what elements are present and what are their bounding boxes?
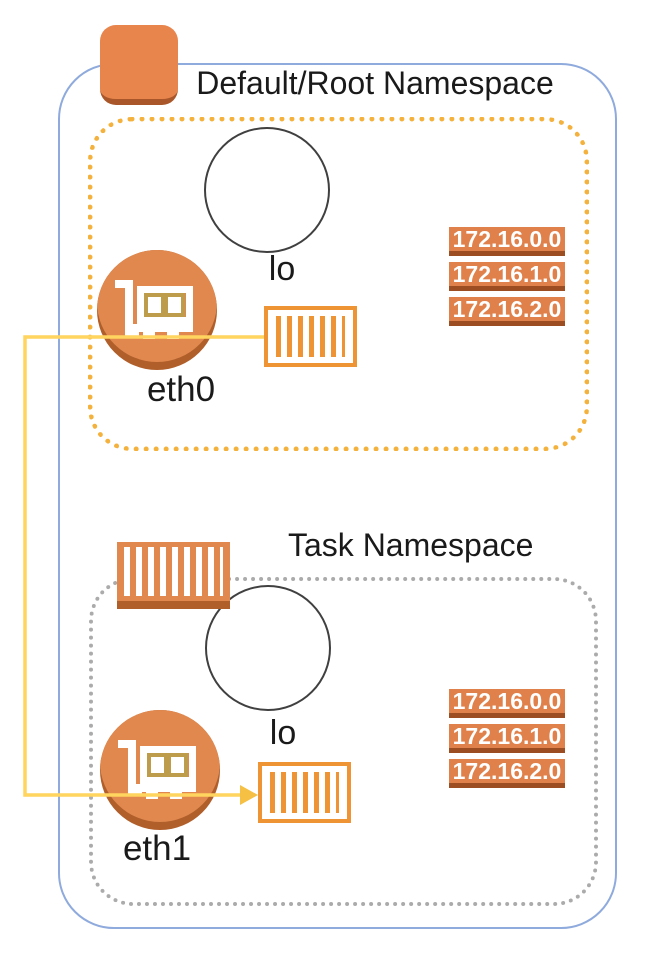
ip-badge: 172.16.1.0 [449, 724, 565, 753]
ip-badge: 172.16.1.0 [449, 262, 565, 291]
eth0-network-interface-icon [97, 250, 217, 370]
task-ip-list: 172.16.0.0 172.16.1.0 172.16.2.0 [449, 689, 565, 788]
loopback-circle-root [204, 127, 330, 253]
root-ip-list: 172.16.0.0 172.16.1.0 172.16.2.0 [449, 227, 565, 326]
instance-icon [100, 25, 178, 105]
ip-badge: 172.16.2.0 [449, 759, 565, 788]
ip-badge: 172.16.2.0 [449, 297, 565, 326]
ip-badge: 172.16.0.0 [449, 689, 565, 718]
veth-task-icon [258, 762, 351, 823]
network-card-icon [118, 740, 196, 799]
stripe-pattern [276, 316, 345, 357]
stripe-pattern [124, 547, 223, 596]
eth1-label: eth1 [122, 829, 192, 868]
loopback-label-task: lo [269, 714, 297, 752]
eth0-label: eth0 [146, 370, 216, 409]
loopback-label-root: lo [268, 250, 296, 288]
task-namespace-title: Task Namespace [288, 527, 534, 563]
ip-badge: 172.16.0.0 [449, 227, 565, 256]
network-card-icon [115, 280, 193, 339]
root-namespace-boundary [88, 117, 589, 451]
stripe-pattern [270, 772, 339, 813]
root-namespace-title: Default/Root Namespace [196, 65, 554, 101]
container-icon [117, 542, 230, 609]
eth1-network-interface-icon [100, 710, 220, 830]
veth-root-icon [264, 306, 357, 367]
